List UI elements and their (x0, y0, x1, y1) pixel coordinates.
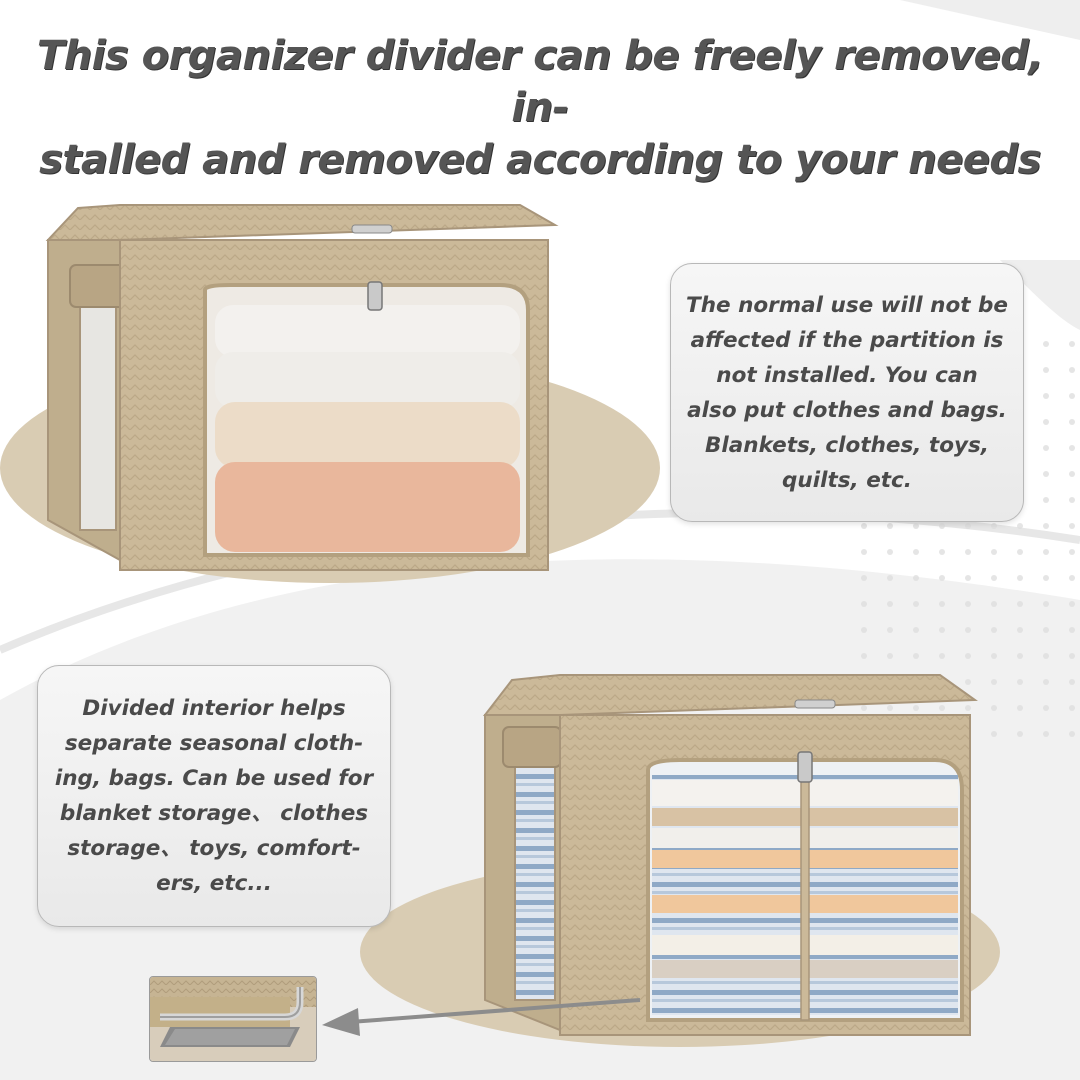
headline-line-2: stalled and removed according to your ne… (39, 137, 1041, 183)
card-text-line: quilts, etc. (782, 467, 912, 493)
card-text-line: ers, etc... (156, 871, 272, 896)
card-text-line: affected if the partition is (690, 327, 1004, 353)
info-card-divided-interior: Divided interior helps separate seasonal… (37, 665, 391, 927)
card-text-line: Blankets, clothes, toys, (705, 432, 989, 458)
info-card-normal-use: The normal use will not be affected if t… (670, 263, 1024, 522)
card-text-line: Divided interior helps (82, 696, 346, 721)
card-text-line: not installed. You can (716, 362, 978, 388)
card-text-line: separate seasonal cloth- (64, 731, 364, 756)
headline-line-1: This organizer divider can be freely rem… (36, 33, 1044, 131)
card-text-line: also put clothes and bags. (687, 397, 1007, 423)
card-text-line: blanket storage、 clothes (59, 801, 369, 826)
card-text-line: The normal use will not be (686, 292, 1008, 318)
divider-closeup-inset (149, 976, 317, 1062)
page-headline: This organizer divider can be freely rem… (30, 30, 1050, 186)
card-text-line: storage、 toys, comfort- (67, 836, 361, 861)
card-text-line: ing, bags. Can be used for (54, 766, 374, 791)
velcro-closeup-image (150, 977, 316, 1061)
